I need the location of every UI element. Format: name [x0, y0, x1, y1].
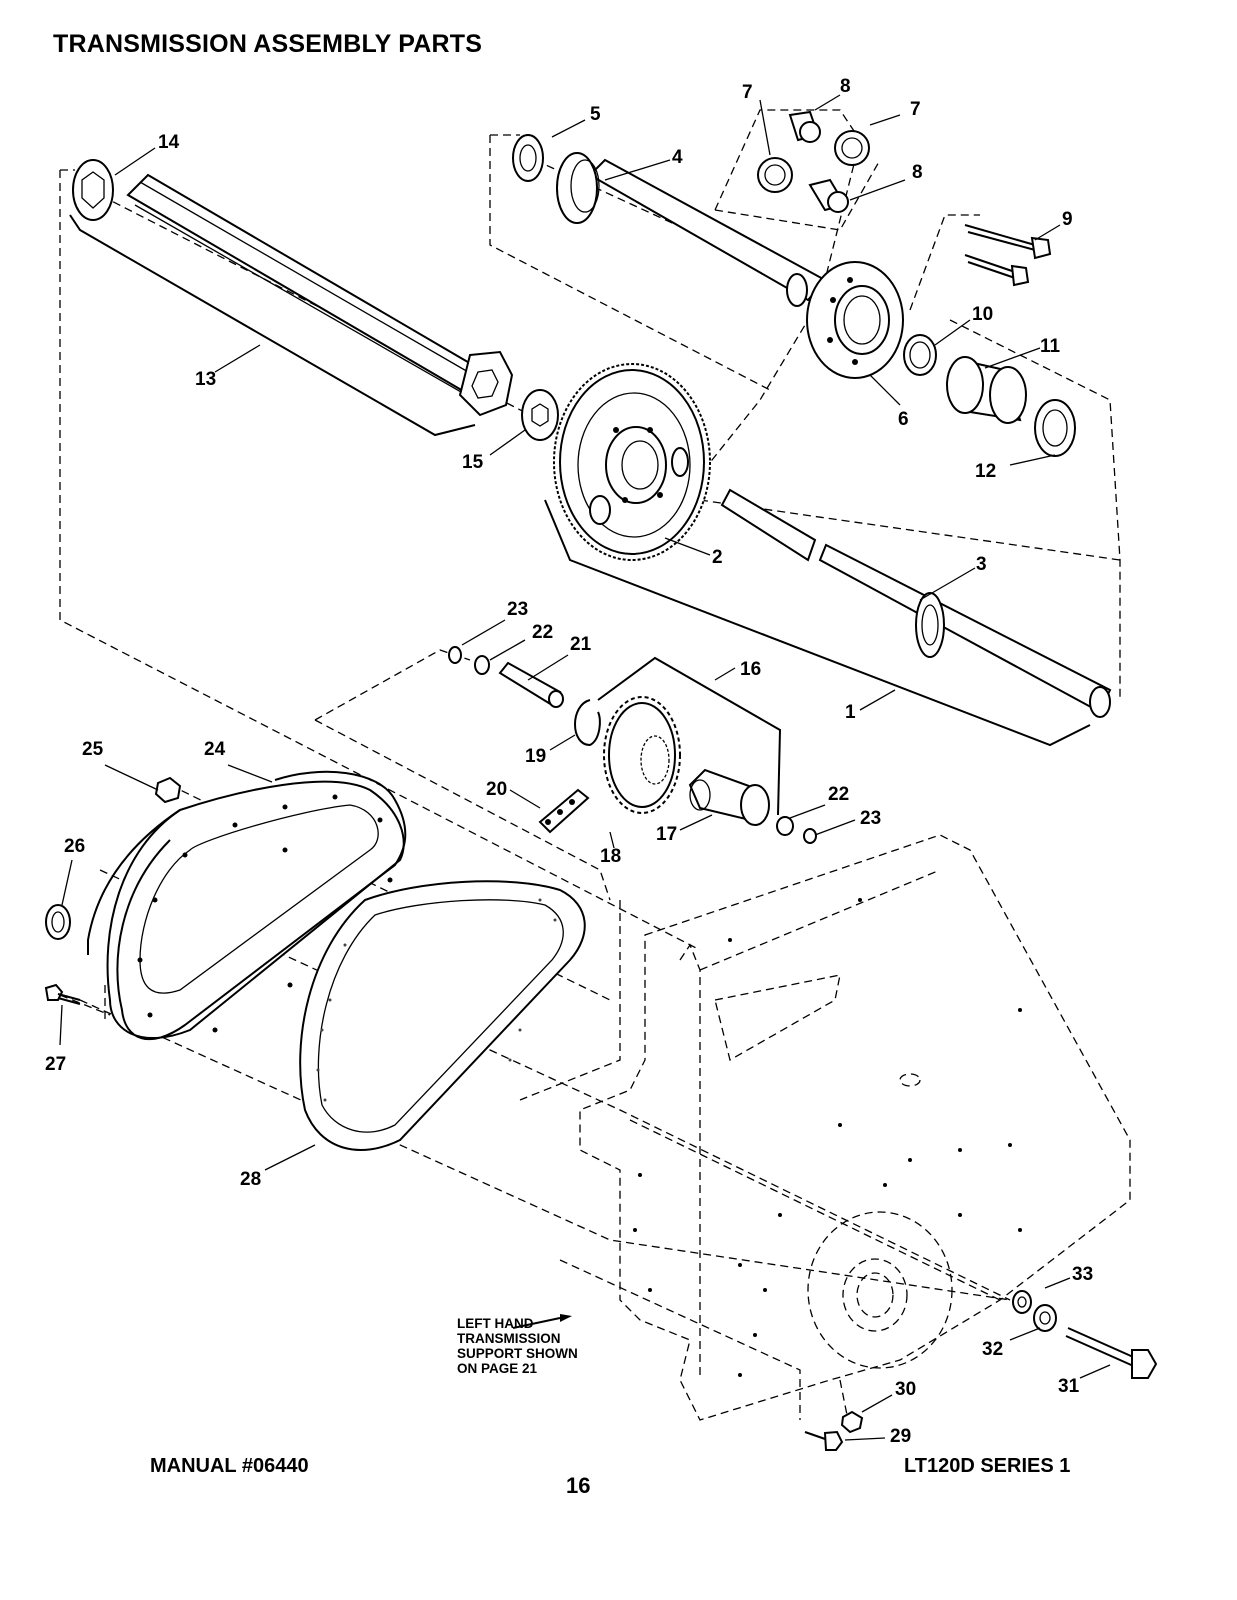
support-note: LEFT HAND TRANSMISSION SUPPORT SHOWN ON …	[457, 1316, 578, 1376]
callout-8-a: 8	[840, 76, 851, 97]
callout-labels: 5 4 7 8 7 8 9 10 11 6 12 14 13 15 2 3 1 …	[45, 76, 1093, 1447]
callout-3: 3	[976, 554, 987, 575]
callout-21: 21	[570, 634, 592, 655]
callout-17: 17	[656, 824, 677, 845]
callout-32: 32	[982, 1339, 1003, 1360]
callout-8-b: 8	[912, 162, 923, 183]
callout-23-bottom: 23	[860, 808, 881, 829]
part-8-bushing-b	[808, 178, 849, 213]
part-7-pinion-a	[757, 157, 793, 193]
callout-19: 19	[525, 746, 546, 767]
part-23-washer-top	[448, 646, 462, 664]
callout-14: 14	[158, 132, 180, 153]
callout-7-a: 7	[742, 82, 753, 103]
assembly-guide-lines	[59, 109, 1121, 1431]
part-21-pin	[498, 661, 564, 708]
part-13-hex-shaft	[69, 173, 514, 437]
part-9-bolts	[964, 224, 1052, 287]
part-25-nut	[154, 776, 182, 804]
transmission-support-housing	[579, 834, 1131, 1421]
part-11-bearing-sleeve	[946, 356, 1027, 424]
callout-11: 11	[1040, 336, 1061, 357]
support-note-line: SUPPORT SHOWN	[457, 1346, 578, 1361]
callout-4: 4	[672, 147, 683, 168]
part-30-nut	[840, 1410, 864, 1434]
callout-5: 5	[590, 104, 601, 125]
part-17-pinion	[688, 768, 770, 826]
part-3-shaft	[720, 488, 1112, 718]
part-22-washer-bottom	[776, 816, 794, 836]
part-23-washer-bottom	[803, 828, 817, 844]
part-20-chain	[538, 788, 590, 834]
callout-29: 29	[890, 1426, 911, 1447]
part-26-plug	[45, 904, 71, 940]
part-27-bolt	[44, 983, 81, 1005]
callout-23-top: 23	[507, 599, 528, 620]
callout-12: 12	[975, 461, 996, 482]
part-22-washer-top	[474, 655, 490, 675]
callout-24: 24	[204, 739, 226, 760]
part-18-sprocket	[603, 696, 681, 814]
callout-27: 27	[45, 1054, 66, 1075]
callout-22-top: 22	[532, 622, 553, 643]
part-15-washer	[521, 389, 559, 441]
callout-15: 15	[462, 452, 484, 473]
callout-28: 28	[240, 1169, 261, 1190]
support-note-line: ON PAGE 21	[457, 1361, 538, 1376]
callout-33: 33	[1072, 1264, 1093, 1285]
part-2-large-gear	[544, 363, 1091, 747]
part-10-washer	[903, 334, 937, 376]
part-31-bolt	[1065, 1327, 1158, 1379]
page-title: TRANSMISSION ASSEMBLY PARTS	[53, 30, 483, 58]
callout-31: 31	[1058, 1376, 1080, 1397]
manual-number: MANUAL #06440	[150, 1455, 309, 1477]
part-29-bolt	[804, 1430, 844, 1451]
part-24-chain-case	[87, 770, 407, 1041]
page-number: 16	[566, 1473, 591, 1498]
callout-26: 26	[64, 836, 85, 857]
callout-18: 18	[600, 846, 621, 867]
callout-25: 25	[82, 739, 104, 760]
part-6-flange	[806, 261, 904, 379]
part-16-bracket	[597, 656, 782, 816]
callout-30: 30	[895, 1379, 916, 1400]
leader-lines	[59, 94, 1111, 1441]
model-series: LT120D SERIES 1	[904, 1455, 1071, 1477]
callout-2: 2	[712, 547, 723, 568]
part-8-bushing-a	[788, 110, 821, 143]
support-note-line: TRANSMISSION	[457, 1331, 561, 1346]
callout-6: 6	[898, 409, 909, 430]
support-note-line: LEFT HAND	[457, 1316, 534, 1331]
part-12-seal	[1034, 399, 1076, 457]
callout-10: 10	[972, 304, 993, 325]
part-19-snap-ring	[574, 699, 601, 747]
callout-13: 13	[195, 369, 216, 390]
part-32-washer	[1033, 1304, 1057, 1332]
callout-7-b: 7	[910, 99, 921, 120]
callout-22-bottom: 22	[828, 784, 849, 805]
part-28-gasket	[299, 880, 586, 1151]
part-33-washer	[1012, 1290, 1032, 1314]
callout-16: 16	[740, 659, 761, 680]
callout-20: 20	[486, 779, 507, 800]
part-5-bearing	[512, 134, 544, 182]
part-14-washer	[72, 159, 114, 221]
callout-1: 1	[845, 702, 856, 723]
part-7-pinion-b	[834, 130, 870, 166]
callout-9: 9	[1062, 209, 1073, 230]
